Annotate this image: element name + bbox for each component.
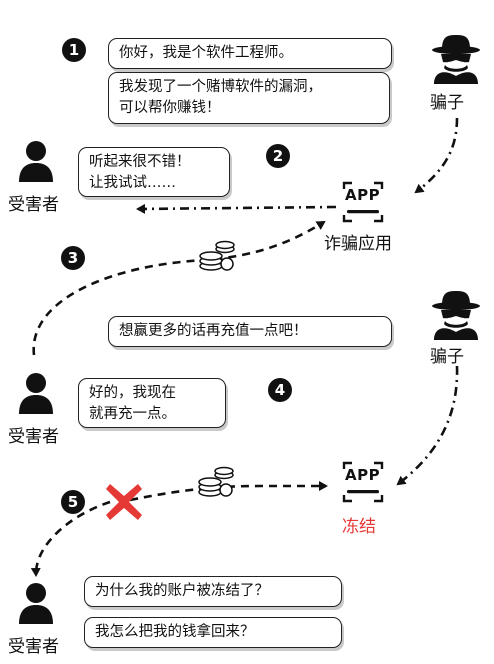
connector-scammer-to-app (414, 117, 459, 194)
connector-frozen-to-victim (30, 500, 111, 577)
red-cross-icon (106, 484, 142, 520)
victim-label-top: 受害者 (8, 195, 59, 215)
scammer-message-3-text: 想赢更多的话再充值一点吧！ (119, 323, 308, 339)
step-3-badge: 3 (61, 246, 85, 270)
victim-label-middle: 受害者 (8, 427, 59, 447)
app-icon (342, 181, 384, 223)
app-icon (342, 461, 384, 503)
step-2-badge: 2 (266, 144, 290, 168)
coins-icon (199, 240, 235, 271)
coins-icon (198, 466, 234, 497)
app-text-scam: APP (345, 186, 381, 204)
victim-reply-1-line2: 让我试试…… (89, 175, 176, 191)
victim-question-2-text: 我怎么把我的钱拿回来？ (95, 624, 255, 640)
scammer-label-middle: 骗子 (430, 347, 464, 367)
scammer-message-1-text: 你好，我是个软件工程师。 (119, 45, 293, 61)
app-text-frozen: APP (345, 466, 381, 484)
scammer-message-2: 我发现了一个赌博软件的漏洞， 可以帮你赚钱！ (108, 72, 390, 124)
spy-icon (432, 291, 480, 340)
victim-reply-2: 好的，我现在 就再充一点。 (78, 378, 226, 428)
victim-reply-2-line2: 就再充一点。 (89, 406, 176, 422)
scam-app-label: 诈骗应用 (324, 234, 392, 254)
step-5-badge: 5 (61, 490, 85, 514)
scammer-message-3: 想赢更多的话再充值一点吧！ (108, 316, 392, 347)
victim-question-1: 为什么我的账户被冻结了？ (84, 576, 342, 607)
victim-reply-1-line1: 听起来很不错！ (89, 154, 191, 170)
person-icon (19, 141, 53, 182)
victim-label-bottom: 受害者 (8, 637, 59, 657)
person-icon (19, 373, 53, 414)
scammer-label-top: 骗子 (430, 93, 464, 113)
step-1-badge: 1 (62, 38, 86, 62)
victim-reply-2-line1: 好的，我现在 (89, 385, 176, 401)
frozen-label: 冻结 (342, 517, 376, 537)
spy-icon (432, 35, 480, 84)
victim-question-2: 我怎么把我的钱拿回来？ (84, 617, 342, 648)
person-icon (19, 583, 53, 624)
scammer-message-1: 你好，我是个软件工程师。 (108, 38, 392, 69)
scammer-message-2-line1: 我发现了一个赌博软件的漏洞， (119, 79, 322, 95)
victim-question-1-text: 为什么我的账户被冻结了？ (95, 583, 269, 599)
step-4-badge: 4 (268, 378, 292, 402)
victim-reply-1: 听起来很不错！ 让我试试…… (78, 147, 230, 197)
connector-payment-1 (32, 220, 326, 356)
connector-scammer-to-frozen-app (396, 365, 459, 486)
scammer-message-2-line2: 可以帮你赚钱！ (119, 100, 221, 116)
connector-app-to-victim (136, 203, 337, 214)
